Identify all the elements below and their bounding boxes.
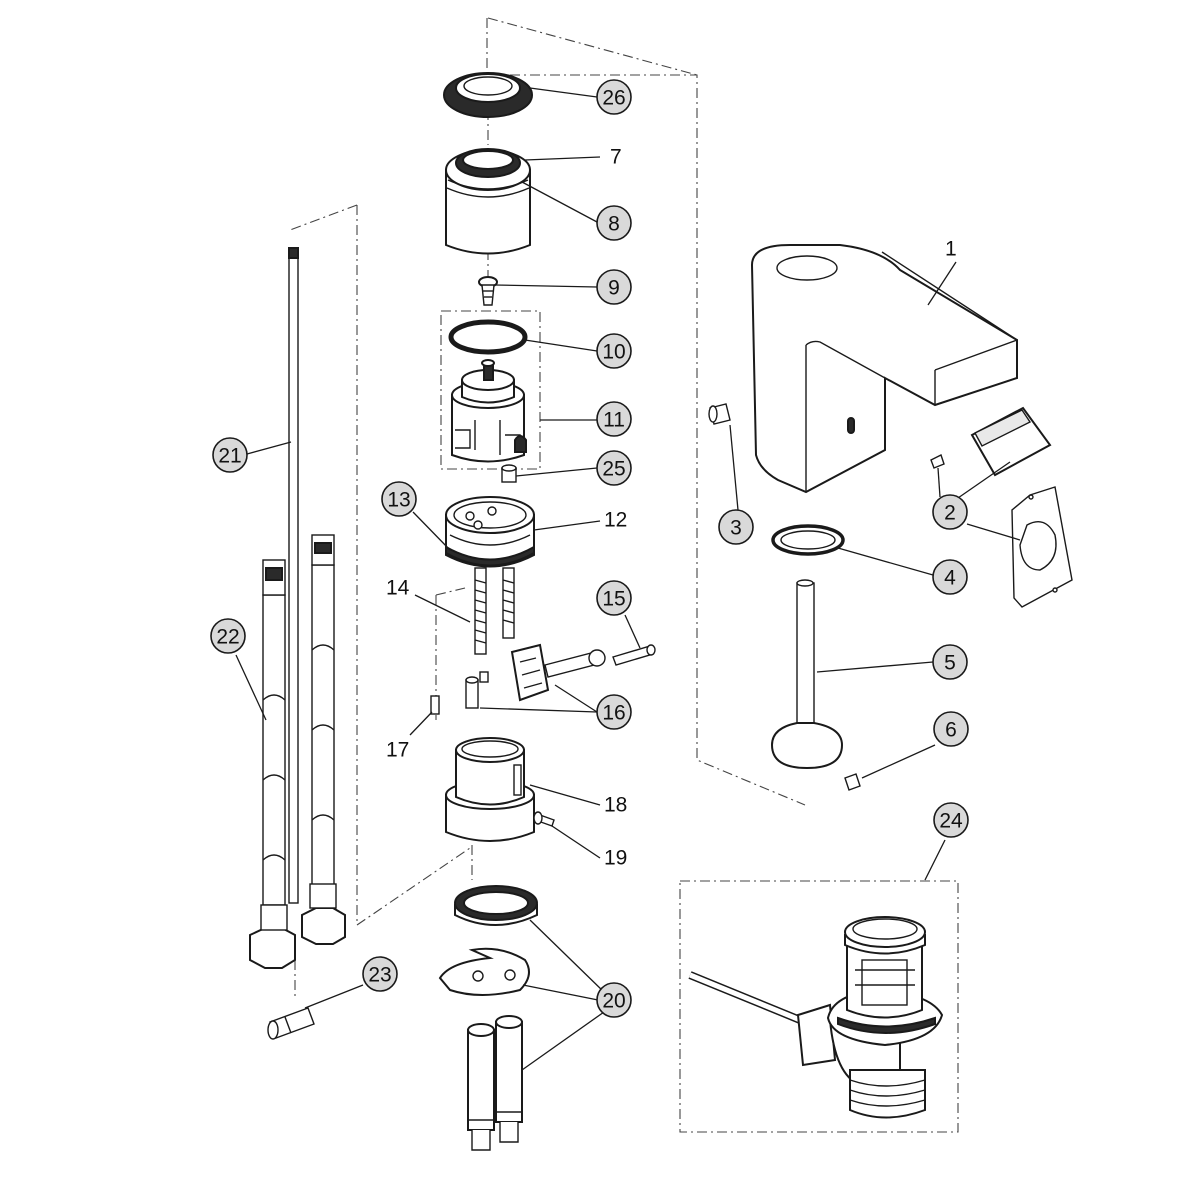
svg-text:19: 19 <box>604 847 627 870</box>
callout-labels: 1 2 3 4 5 6 7 8 9 10 11 12 13 14 15 16 1… <box>210 79 969 1018</box>
part-6-screw <box>844 773 861 791</box>
assembly-axis-lines <box>289 17 806 1000</box>
part-17-pin <box>430 695 440 715</box>
svg-text:8: 8 <box>608 213 620 236</box>
callout-6: 6 <box>933 711 969 747</box>
part-5-stud <box>770 579 844 770</box>
callout-18: 18 <box>604 794 627 817</box>
svg-text:11: 11 <box>603 409 625 432</box>
part-24-drain <box>688 916 944 1119</box>
callout-21: 21 <box>212 437 248 473</box>
callout-1: 1 <box>945 238 957 261</box>
svg-text:7: 7 <box>610 146 622 169</box>
drain-group-box <box>679 880 959 1133</box>
svg-text:4: 4 <box>944 567 956 590</box>
svg-text:1: 1 <box>945 238 957 261</box>
part-11-cartridge <box>451 359 527 463</box>
callout-4: 4 <box>932 559 968 595</box>
callout-10: 10 <box>596 333 632 369</box>
cartridge-group-box <box>440 310 541 470</box>
part-4-washer <box>771 524 845 556</box>
part-20-washer <box>438 947 530 996</box>
part-18-housing <box>445 737 535 842</box>
callout-3: 3 <box>718 509 754 545</box>
svg-text:20: 20 <box>602 990 625 1013</box>
part-16-clamp <box>465 643 606 709</box>
svg-text:14: 14 <box>386 577 410 600</box>
callout-19: 19 <box>604 847 627 870</box>
callout-20: 20 <box>596 982 632 1018</box>
callout-24: 24 <box>933 802 969 838</box>
part-3-valve <box>708 403 731 425</box>
part-14-studs <box>474 567 515 655</box>
part-15-pin <box>612 644 656 666</box>
svg-text:15: 15 <box>602 588 625 611</box>
svg-text:5: 5 <box>944 652 956 675</box>
callout-17: 17 <box>386 739 409 762</box>
callout-8: 8 <box>596 205 632 241</box>
part-26-ring <box>443 72 533 118</box>
svg-text:9: 9 <box>608 277 620 300</box>
part-20-extensions <box>467 1015 523 1151</box>
svg-text:26: 26 <box>602 87 625 110</box>
part-2-sensor-window <box>930 406 1073 608</box>
svg-text:21: 21 <box>218 445 241 468</box>
svg-text:25: 25 <box>602 458 625 481</box>
callout-5: 5 <box>932 644 968 680</box>
part-23-connector <box>267 1007 315 1040</box>
svg-text:23: 23 <box>368 964 391 987</box>
part-9-screw <box>478 276 498 306</box>
callout-26: 26 <box>596 79 632 115</box>
part-8-sleeve <box>445 148 531 255</box>
callout-13: 13 <box>381 481 417 517</box>
callout-16: 16 <box>596 694 632 730</box>
svg-text:16: 16 <box>602 702 625 725</box>
svg-text:22: 22 <box>216 626 239 649</box>
callout-15: 15 <box>596 580 632 616</box>
callout-25: 25 <box>596 450 632 486</box>
callout-2: 2 <box>932 494 968 530</box>
leader-lines <box>235 87 1021 1071</box>
callout-11: 11 <box>596 401 632 437</box>
svg-text:18: 18 <box>604 794 627 817</box>
part-20-gasket <box>454 885 538 926</box>
svg-text:12: 12 <box>604 509 627 532</box>
callout-22: 22 <box>210 618 246 654</box>
callout-7: 7 <box>610 146 622 169</box>
part-19-screw <box>533 811 555 827</box>
callout-12: 12 <box>604 509 627 532</box>
svg-text:13: 13 <box>387 489 410 512</box>
svg-text:24: 24 <box>939 810 963 833</box>
svg-text:3: 3 <box>730 517 742 540</box>
callout-9: 9 <box>596 269 632 305</box>
part-21-rod <box>288 247 299 904</box>
part-25-nut <box>501 464 517 483</box>
part-10-o-ring <box>448 319 528 355</box>
svg-text:10: 10 <box>602 341 625 364</box>
svg-text:6: 6 <box>945 719 957 742</box>
svg-text:2: 2 <box>944 502 956 525</box>
svg-text:17: 17 <box>386 739 409 762</box>
callout-23: 23 <box>362 956 398 992</box>
part-1-faucet-body <box>750 244 1018 494</box>
part-12-body <box>445 496 535 568</box>
part-22-hoses <box>249 534 346 969</box>
callout-14: 14 <box>386 577 410 600</box>
